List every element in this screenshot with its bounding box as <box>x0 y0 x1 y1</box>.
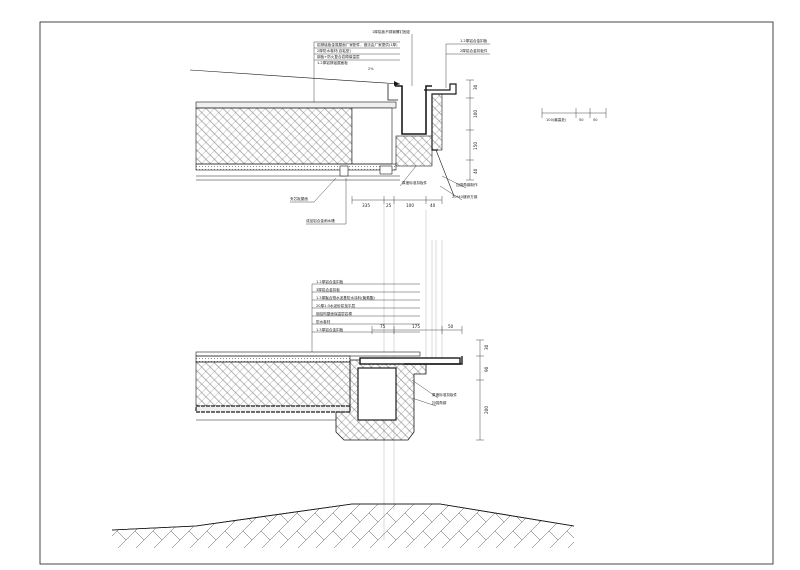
upper-bottom-right-1: 加强角钢制作 <box>456 182 478 187</box>
upper-vdim-0: 30 <box>473 84 478 90</box>
lower-hdim-1: 175 <box>412 324 420 329</box>
lower-right-leader-1: 加强角钢 <box>432 400 447 405</box>
upper-leader-3: 1.2厚铝镁锰屋面板 <box>317 60 348 65</box>
lower-leader-3: 20厚1:3水泥砂浆找平层 <box>316 303 356 308</box>
upper-detail: 2% 铝镁锰板金属屋面厂家配件，做法由厂家提供(1厚) 2厚防水卷材(自粘型) … <box>189 29 607 225</box>
upper-hdim-1: 25 <box>386 203 392 208</box>
lower-vdim-0: 30 <box>484 344 489 350</box>
upper-right-leader-0: 1.2厚铝合金扣板 <box>460 38 488 43</box>
lower-insulation <box>195 361 351 407</box>
lower-right-leader-0: 厚度标准扣板件 <box>432 392 458 397</box>
slope-label: 2% <box>368 67 374 71</box>
lower-top-layer <box>195 355 351 363</box>
lower-hdim-2: 50 <box>448 324 454 329</box>
upper-vdim-2: 150 <box>473 142 478 150</box>
legend-dim-2: 50 <box>593 118 598 122</box>
upper-vdim-3: 40 <box>473 168 478 174</box>
lower-leader-1: 3厚铝合金扣板 <box>316 287 340 292</box>
upper-vdim-1: 100 <box>473 110 478 118</box>
upper-right-leader-1: 2厚铝合金扣板件 <box>460 48 488 53</box>
legend-dim-0: 100(最高处) <box>546 117 567 122</box>
gutter-channel <box>395 85 432 135</box>
upper-leader-2: 钢板+防火复合岩棉保温层 <box>317 54 360 59</box>
lower-leader-6: 1.5厚铝合金扣板 <box>316 327 344 332</box>
upper-bottom-right-0: 厚度标准扣板件 <box>402 180 428 185</box>
lower-detail: 1.2厚铝合金扣板 3厚铝合金扣板 1.5厚聚合物水泥基防水涂料(聚氨酯) 20… <box>195 279 489 441</box>
lower-leader-0: 1.2厚铝合金扣板 <box>316 279 344 284</box>
upper-hdim-0: 335 <box>362 203 370 208</box>
legend-dim-1: 50 <box>579 118 584 122</box>
upper-top-note: 1厚铝板不锈钢螺钉固定 <box>372 29 411 34</box>
roof-insulation-panel <box>195 107 353 165</box>
upper-leader-1: 2厚防水卷材(自粘型) <box>317 48 351 53</box>
sheet-border <box>39 21 774 565</box>
lower-leader-4: 钢结构屋面保温层岩棉 <box>316 311 352 316</box>
upper-leader-0: 铝镁锰板金属屋面厂家配件，做法由厂家提供(1厚) <box>317 42 398 47</box>
lower-vdim-2: 200 <box>484 406 489 414</box>
ground-profile <box>111 503 575 548</box>
lower-leader-lines <box>312 283 420 333</box>
upper-hdim-2: 100 <box>406 203 414 208</box>
lower-vdim-1: 90 <box>484 366 489 372</box>
upper-bottom-right-2: 20*40镀锌方钢 <box>452 194 478 199</box>
upper-hdim-3: 40 <box>430 203 436 208</box>
lower-hdim-0: 75 <box>380 324 386 329</box>
lower-leader-2: 1.5厚聚合物水泥基防水涂料(聚氨酯) <box>316 295 375 300</box>
upper-bottom-leader-0: 夹芯板屋面 <box>290 196 308 201</box>
lower-leader-5: 防水卷材 <box>316 319 331 324</box>
upper-bottom-leader-1: 成品铝合金雨水槽 <box>306 218 335 223</box>
